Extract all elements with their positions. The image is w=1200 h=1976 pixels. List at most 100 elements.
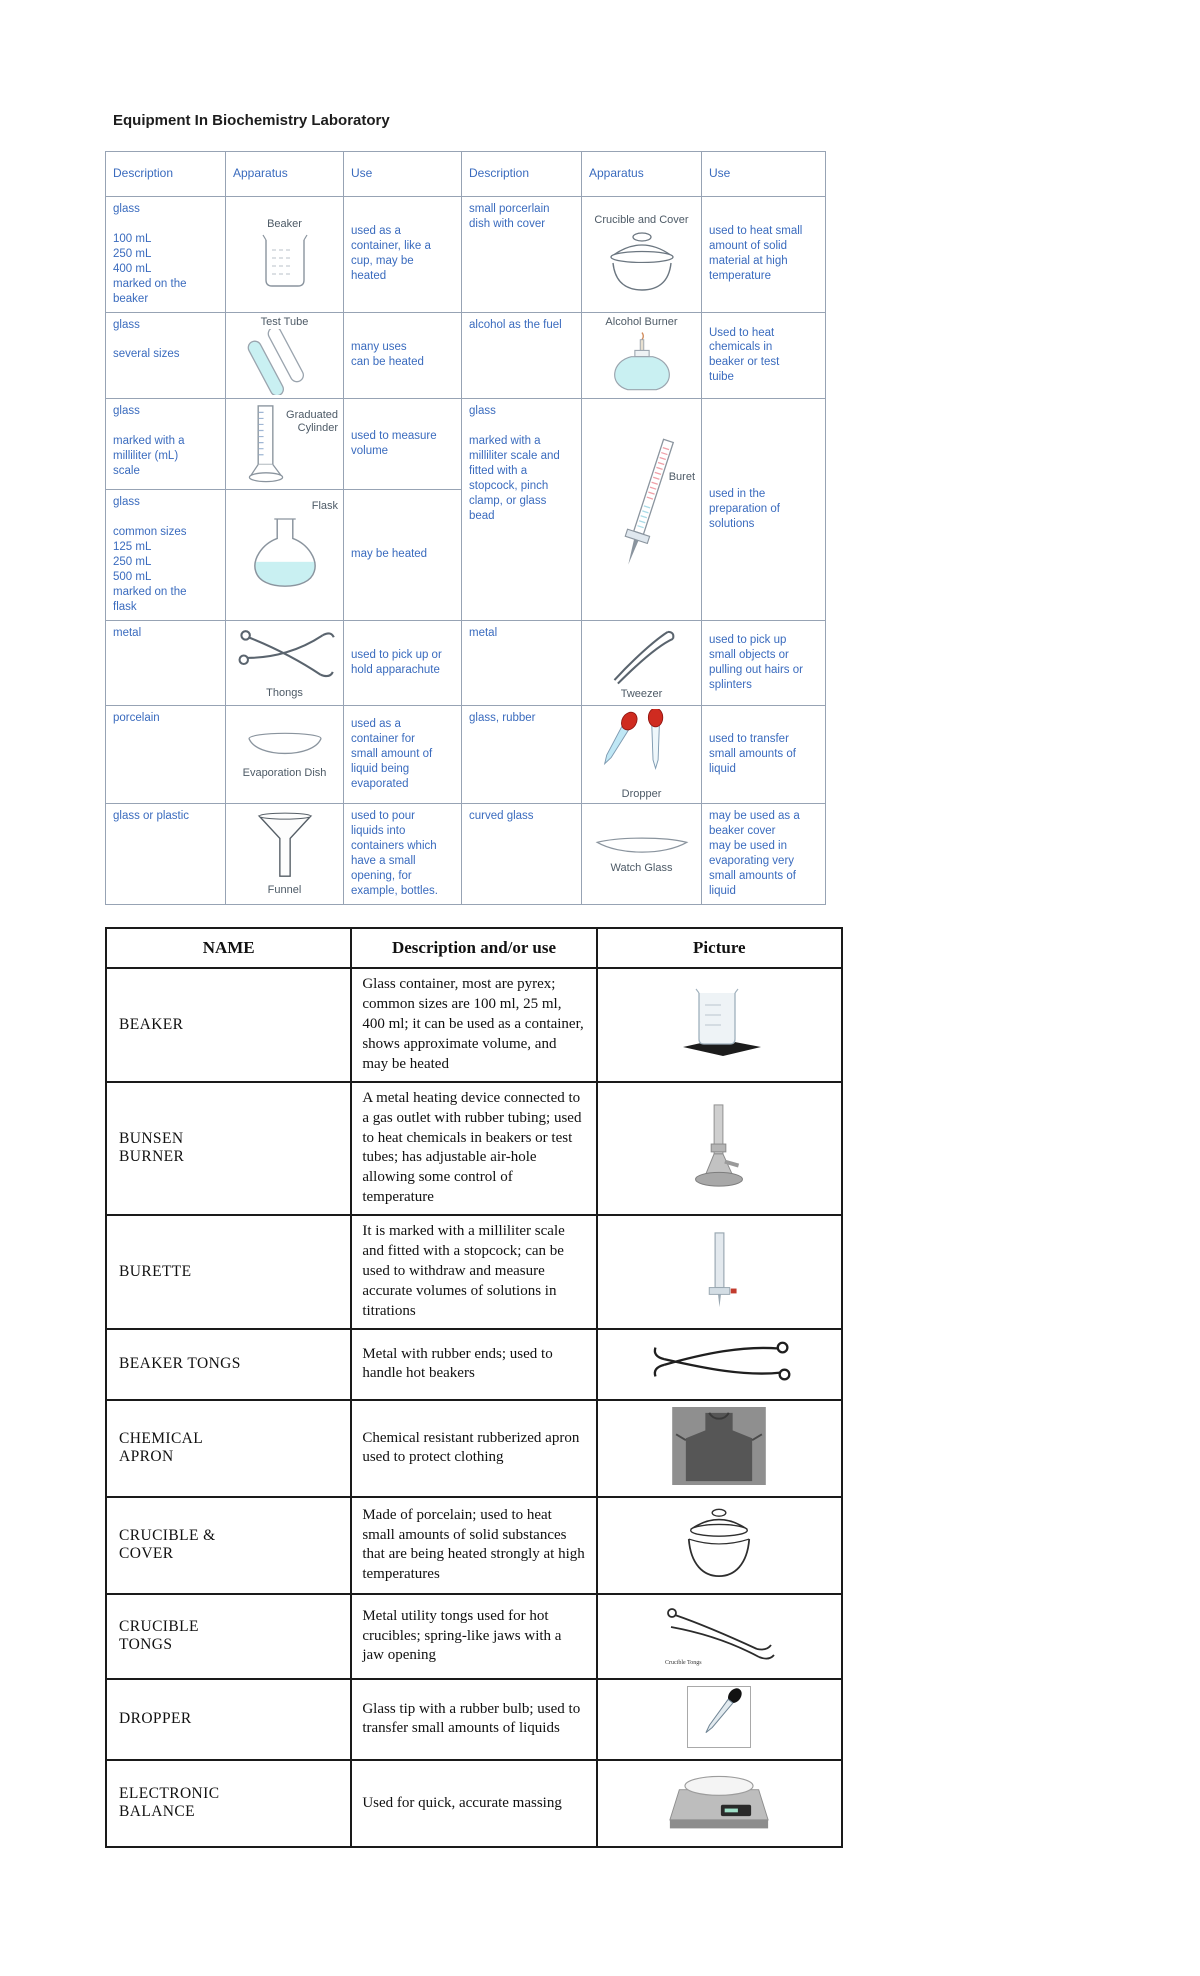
description-cell: metal: [461, 619, 582, 706]
lab-equipment-table: Description Apparatus Use Description Ap…: [105, 151, 826, 905]
description-cell: alcohol as the fuel: [461, 311, 582, 400]
flask-icon: [253, 518, 316, 587]
description-cell: porcelain: [105, 704, 226, 805]
t1-header-row: Description Apparatus Use Description Ap…: [105, 151, 826, 197]
description-cell: Metal with rubber ends; used to handle h…: [350, 1327, 598, 1401]
description-cell: glass marked with a milliliter (mL) scal…: [105, 398, 226, 491]
description-cell: Chemical resistant rubberized apron used…: [350, 1398, 598, 1498]
crucible-and-cover-icon: [609, 232, 674, 291]
name-cell: BEAKER: [104, 966, 353, 1083]
use-cell: used to transfer small amounts of liquid: [701, 704, 826, 805]
name-cell: BEAKER TONGS: [104, 1327, 353, 1401]
funnel-icon: [257, 812, 312, 878]
apparatus-label: Beaker: [267, 218, 302, 231]
use-cell: used as a container for small amount of …: [343, 704, 462, 805]
use-cell: may be used as a beaker cover may be use…: [701, 803, 826, 905]
crucible-tongs-photo: Crucible Tongs: [665, 1608, 776, 1666]
electronic-balance-photo: [669, 1775, 770, 1829]
watch-glass-icon: [595, 837, 688, 854]
description-cell: small porcerlain dish with cover: [461, 196, 582, 313]
table-row: BEAKER Glass container, most are pyrex; …: [104, 966, 844, 1083]
apparatus-label: Tweezer: [620, 687, 663, 700]
table-row: glass or plastic Funnel used to pour liq…: [105, 803, 826, 905]
t2-header-description: Description and/or use: [350, 926, 598, 969]
page-title: Equipment In Biochemistry Laboratory: [113, 112, 390, 129]
picture-cell: [595, 1398, 844, 1498]
picture-cell: [595, 1327, 844, 1401]
picture-cell: [595, 1214, 844, 1330]
table-row: glass common sizes 125 mL 250 mL 500 mL …: [105, 489, 826, 621]
apparatus-label: Flask: [311, 500, 338, 513]
test-tubes-icon: [247, 326, 304, 397]
table-row: CHEMICAL APRON Chemical resistant rubber…: [104, 1398, 844, 1498]
description-cell: glass several sizes: [105, 311, 226, 400]
use-cell: used in the preparation of solutions: [701, 398, 826, 621]
apparatus-label: Evaporation Dish: [242, 766, 327, 779]
apparatus-cell: Watch Glass: [581, 803, 702, 905]
description-cell: glass or plastic: [105, 803, 226, 905]
name-cell: CHEMICAL APRON: [104, 1398, 353, 1498]
table-row: BURETTE It is marked with a milliliter s…: [104, 1214, 844, 1330]
apparatus-cell: Thongs: [225, 619, 344, 706]
description-cell: curved glass: [461, 803, 582, 905]
graduated-cylinder-icon: [248, 405, 284, 483]
crucible-cover-photo: [688, 1508, 751, 1577]
table-row: DROPPER Glass tip with a rubber bulb; us…: [104, 1677, 844, 1761]
table-row: BEAKER TONGS Metal with rubber ends; use…: [104, 1327, 844, 1401]
crucible-tongs-caption: Crucible Tongs: [665, 1660, 702, 1666]
burette-photo: [709, 1231, 737, 1307]
description-cell: glass 100 mL 250 mL 400 mL marked on the…: [105, 196, 226, 313]
t1-header-description-right: Description: [461, 151, 582, 197]
apparatus-label: Dropper: [621, 787, 662, 800]
apparatus-cell: Test Tube: [225, 311, 344, 400]
use-cell: used to measure volume: [343, 398, 462, 491]
description-cell: glass common sizes 125 mL 250 mL 500 mL …: [105, 489, 226, 621]
tongs-icon: [238, 630, 335, 678]
table-row: CRUCIBLE TONGS Metal utility tongs used …: [104, 1592, 844, 1680]
equipment-name-table: NAME Description and/or use Picture BEAK…: [104, 926, 844, 1848]
picture-cell: [595, 1495, 844, 1595]
name-cell: ELECTRONIC BALANCE: [104, 1758, 353, 1848]
description-cell: Glass container, most are pyrex; common …: [350, 966, 598, 1083]
apparatus-cell: Buret: [581, 398, 702, 621]
apparatus-label: Funnel: [267, 884, 302, 897]
name-cell: CRUCIBLE & COVER: [104, 1495, 353, 1595]
description-cell: Metal utility tongs used for hot crucibl…: [350, 1592, 598, 1680]
table-row: metal Thongs used to pick up or hold app…: [105, 619, 826, 706]
document-page: Equipment In Biochemistry Laboratory Des…: [104, 112, 844, 1848]
beaker-tongs-photo: [654, 1341, 791, 1381]
apparatus-cell: Evaporation Dish: [225, 704, 344, 805]
apparatus-label: Alcohol Burner: [605, 315, 678, 328]
apparatus-cell: Graduated Cylinder: [225, 398, 344, 491]
t1-header-use-right: Use: [701, 151, 826, 197]
buret-icon: [624, 438, 675, 566]
apparatus-label: Buret: [668, 471, 695, 484]
t1-header-description-left: Description: [105, 151, 226, 197]
beaker-photo: [683, 988, 762, 1057]
t1-header-apparatus-right: Apparatus: [581, 151, 702, 197]
picture-cell: [595, 966, 844, 1083]
bunsen-burner-photo: [695, 1104, 744, 1187]
table-row: glass 100 mL 250 mL 400 mL marked on the…: [105, 196, 826, 313]
apparatus-cell: Crucible and Cover: [581, 196, 702, 313]
name-cell: BUNSEN BURNER: [104, 1080, 353, 1217]
chemical-apron-photo: [672, 1406, 767, 1485]
apparatus-cell: Funnel: [225, 803, 344, 905]
t2-header-name: NAME: [104, 926, 353, 969]
description-cell: glass marked with a milliliter scale and…: [461, 398, 582, 621]
description-cell: It is marked with a milliliter scale and…: [350, 1214, 598, 1330]
use-cell: used to pick up or hold apparachute: [343, 619, 462, 706]
apparatus-cell: Dropper: [581, 704, 702, 805]
use-cell: used as a container, like a cup, may be …: [343, 196, 462, 313]
table-row: glass marked with a milliliter (mL) scal…: [105, 398, 826, 621]
name-cell: CRUCIBLE TONGS: [104, 1592, 353, 1680]
table-row: CRUCIBLE & COVER Made of porcelain; used…: [104, 1495, 844, 1595]
description-cell: metal: [105, 619, 226, 706]
dropper-photo: [687, 1685, 752, 1748]
description-cell: A metal heating device connected to a ga…: [350, 1080, 598, 1217]
t1-header-apparatus-left: Apparatus: [225, 151, 344, 197]
apparatus-cell: Tweezer: [581, 619, 702, 706]
use-cell: used to pick up small objects or pulling…: [701, 619, 826, 706]
table-row: glass several sizes Test Tube many uses …: [105, 311, 826, 400]
use-cell: Used to heat chemicals in beaker or test…: [701, 311, 826, 400]
